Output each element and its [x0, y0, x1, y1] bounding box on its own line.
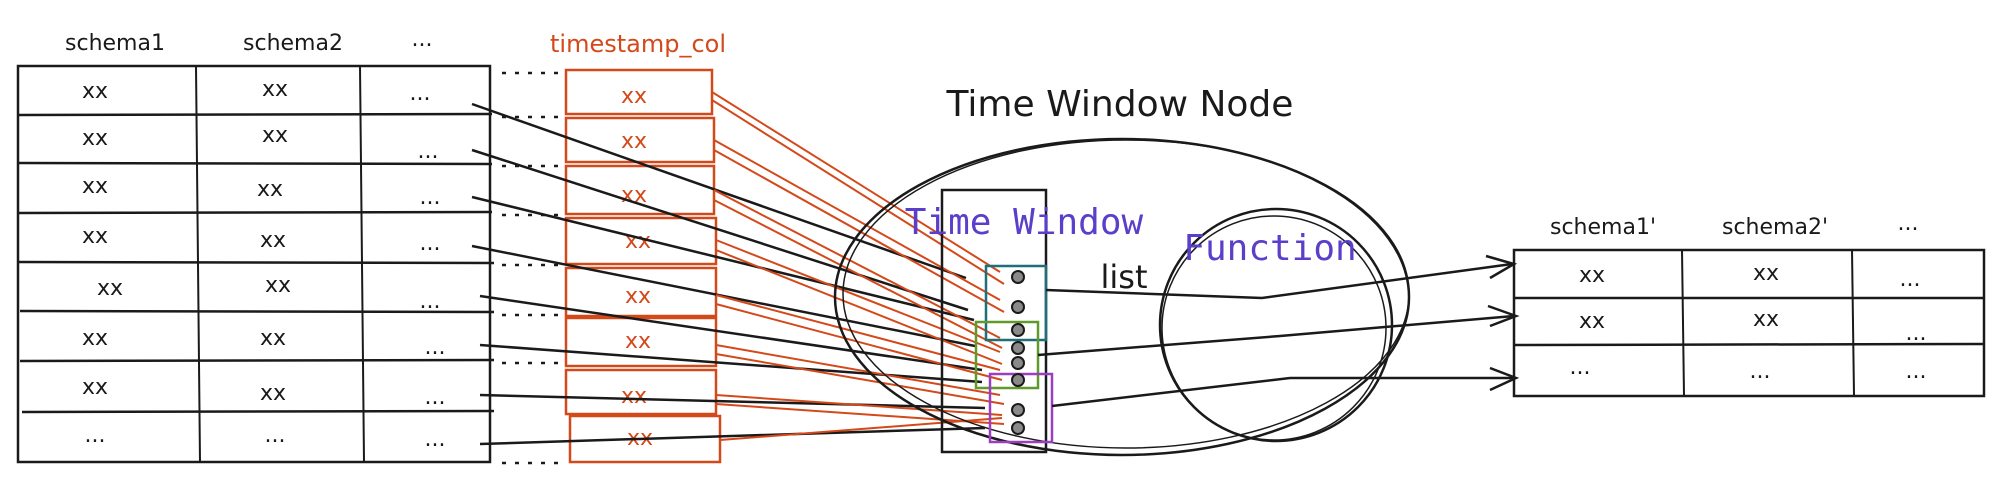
timestamp-cell: xx — [625, 284, 651, 309]
output-table-frame — [1512, 248, 1986, 398]
timestamp-cell: xx — [621, 84, 647, 109]
input-cell: xx — [82, 174, 108, 199]
input-cell: xx — [260, 326, 286, 351]
output-cell: xx — [1753, 261, 1779, 286]
output-cell: ... — [1750, 359, 1771, 384]
node-outer-ellipse-sketch — [842, 139, 1410, 449]
window-slot — [1011, 341, 1025, 355]
output-cell: xx — [1753, 307, 1779, 332]
timestamp-cell: xx — [625, 329, 651, 354]
output-cell: xx — [1579, 309, 1605, 334]
input-cell: xx — [82, 224, 108, 249]
window-slot — [1011, 373, 1025, 387]
timestamp-routing-lines — [711, 91, 1005, 441]
input-cell: ... — [425, 385, 446, 410]
output-cell: ... — [1906, 359, 1927, 384]
input-cell: xx — [82, 126, 108, 151]
input-routing-lines — [471, 102, 986, 446]
timestamp-cell: xx — [625, 229, 651, 254]
output-cell: ... — [1570, 355, 1591, 380]
timestamp-header: timestamp_col — [550, 30, 726, 58]
input-cell: xx — [82, 79, 108, 104]
window-slots — [1011, 270, 1025, 435]
input-header-ellipsis: ... — [412, 27, 433, 52]
output-table: schema1' schema2' ... xx xx ... xx xx ..… — [1512, 211, 1986, 398]
window-slot — [1011, 403, 1025, 417]
input-row-lines — [17, 112, 495, 414]
output-row-lines — [1513, 296, 1985, 347]
window-slot — [1011, 421, 1025, 435]
time-window-label: Time Window — [905, 202, 1144, 243]
output-arrows — [1261, 254, 1520, 392]
window-slot — [1011, 270, 1025, 284]
input-cell: ... — [410, 81, 431, 106]
input-header-schema2: schema2 — [243, 31, 343, 56]
dotted-connectors — [502, 71, 560, 465]
input-cell: xx — [262, 77, 288, 102]
input-cell: ... — [425, 335, 446, 360]
input-cell: xx — [82, 375, 108, 400]
output-header-schema2: schema2' — [1722, 215, 1828, 240]
input-col-lines — [195, 65, 365, 463]
function-ellipse — [1158, 207, 1394, 443]
time-window-node: Time Window Node Time Window list Funct — [833, 84, 1411, 457]
node-title: Time Window Node — [946, 84, 1294, 125]
window-slot — [1011, 356, 1025, 370]
timestamp-cell-box — [564, 266, 718, 318]
input-cell: xx — [82, 326, 108, 351]
output-cell: ... — [1900, 267, 1921, 292]
input-cell: ... — [418, 139, 439, 164]
input-header-schema1: schema1 — [65, 31, 165, 56]
input-cell: xx — [260, 381, 286, 406]
input-cell: xx — [97, 276, 123, 301]
group-to-function-lines — [1037, 288, 1291, 408]
input-cell: ... — [265, 423, 286, 448]
output-header-ellipsis: ... — [1898, 211, 1919, 236]
function-label: Function — [1183, 228, 1356, 269]
input-cell: xx — [260, 228, 286, 253]
output-cell: xx — [1579, 263, 1605, 288]
output-col-lines — [1681, 249, 1855, 397]
output-header-schema1: schema1' — [1550, 215, 1656, 240]
window-group-teal — [984, 264, 1048, 342]
input-cell: ... — [420, 289, 441, 314]
list-label: list — [1101, 258, 1148, 296]
timestamp-column: timestamp_col xx xx xx xx xx xx xx xx — [550, 30, 726, 464]
window-slot — [1011, 323, 1025, 337]
window-slot — [1011, 300, 1025, 314]
input-cell: xx — [265, 273, 291, 298]
input-cell: ... — [85, 423, 106, 448]
timestamp-cell-box — [564, 316, 718, 368]
input-table: schema1 schema2 ... xx xx ... xx xx ... — [16, 27, 495, 464]
input-cell: ... — [420, 185, 441, 210]
input-cell: xx — [262, 123, 288, 148]
input-cell: ... — [420, 231, 441, 256]
timestamp-cell: xx — [621, 384, 647, 409]
output-cell: ... — [1906, 321, 1927, 346]
input-cell: ... — [425, 427, 446, 452]
input-cell: xx — [257, 177, 283, 202]
timestamp-cell: xx — [621, 129, 647, 154]
timestamp-cell-box — [564, 368, 718, 416]
